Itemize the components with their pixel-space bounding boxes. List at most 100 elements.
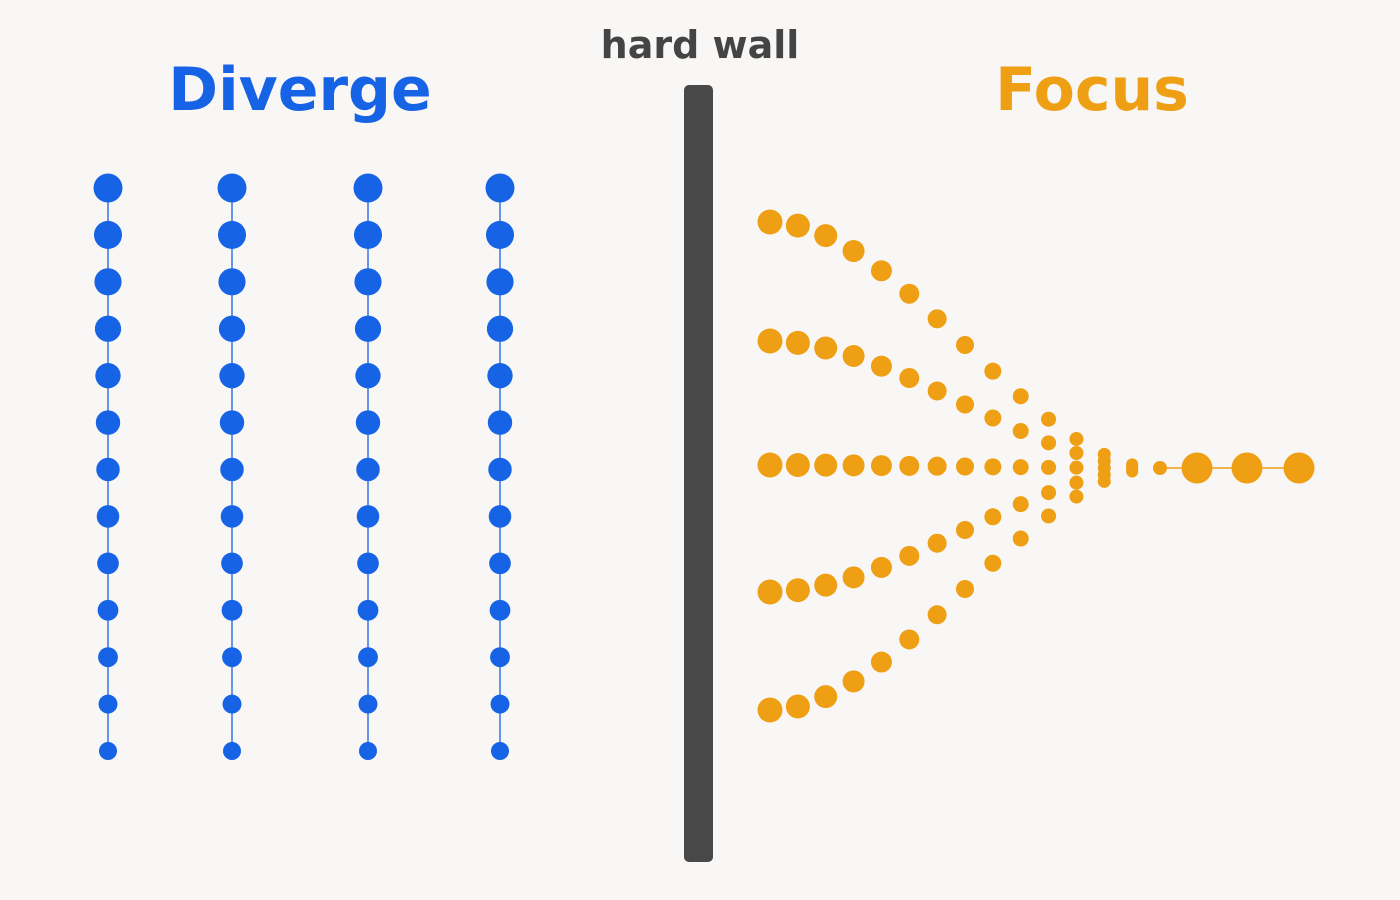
diverge-dot <box>359 742 377 760</box>
diverge-dot <box>488 505 512 528</box>
diverge-dot <box>97 599 119 621</box>
focus-branch-dot <box>927 381 947 401</box>
diverge-dot <box>96 505 120 528</box>
focus-branch-dot <box>927 533 947 553</box>
diverge-dot <box>358 647 378 668</box>
hard-wall <box>684 85 713 862</box>
focus-converging-branches <box>757 209 1315 723</box>
diverge-dot <box>217 220 247 249</box>
diverge-dot <box>98 694 118 714</box>
focus-branch-dot <box>984 409 1002 427</box>
focus-branch-dot <box>1097 474 1111 488</box>
focus-branch-dot <box>842 454 865 477</box>
focus-branch-dot <box>1069 431 1084 446</box>
diverge-dot <box>486 268 514 296</box>
focus-branch-dot <box>1069 475 1084 490</box>
focus-branch-dot <box>785 578 810 603</box>
focus-branch-dot <box>842 344 865 367</box>
diverge-dot <box>94 315 122 342</box>
focus-branch-dot <box>814 453 838 477</box>
focus-branch-dot <box>1012 496 1029 513</box>
diverge-dot <box>222 647 242 668</box>
focus-branch-dot <box>870 455 892 477</box>
focus-branch-dot <box>842 566 865 589</box>
focus-branch-dot <box>870 556 892 578</box>
diverge-dot <box>353 173 383 203</box>
focus-branch-dot <box>757 697 783 723</box>
focus-branch-dot <box>870 651 892 673</box>
focus-branch-dot <box>814 573 838 597</box>
focus-branch-dot <box>785 330 810 355</box>
diverge-dot <box>94 268 122 296</box>
focus-branch-dot <box>956 580 974 598</box>
diverge-dot <box>489 599 511 621</box>
focus-branch-dot <box>757 328 783 354</box>
focus-branch-dot <box>1012 530 1029 547</box>
diverge-dot <box>485 173 515 203</box>
focus-branch-dot <box>1012 459 1029 476</box>
focus-branch-dot <box>785 213 810 238</box>
diverge-dot <box>97 552 119 575</box>
focus-branch-dot <box>757 452 783 478</box>
focus-branch-dot <box>757 579 783 605</box>
focus-branch-dot <box>956 395 974 414</box>
focus-branch-dot <box>1012 388 1029 405</box>
diverge-dot <box>485 220 515 249</box>
focus-branch-dot <box>785 694 810 719</box>
diverge-dot <box>490 647 510 668</box>
focus-branch-dot <box>956 521 974 539</box>
focus-branch-dot <box>1041 508 1057 524</box>
focus-branch-dot <box>984 508 1002 526</box>
focus-branch-dot <box>899 545 920 566</box>
focus-branch-dot <box>1041 435 1057 451</box>
focus-title: Focus <box>995 55 1189 125</box>
focus-branch-dot <box>899 283 920 304</box>
focus-output-dot <box>1283 452 1315 484</box>
focus-branch-dot <box>956 457 974 476</box>
diverge-dot <box>356 457 380 482</box>
focus-branch-dot <box>814 685 838 709</box>
focus-branch-dot <box>899 368 920 389</box>
focus-branch-dot <box>842 240 865 263</box>
focus-branch-dot <box>870 355 892 377</box>
focus-branch-dot <box>984 458 1002 476</box>
diverge-dot <box>354 315 382 342</box>
diverge-dot <box>220 505 244 528</box>
diverge-dot <box>217 173 247 203</box>
diverge-dot <box>222 694 242 714</box>
focus-branch-dot <box>870 260 892 282</box>
diverge-dot <box>98 647 118 668</box>
focus-branch-dot <box>956 336 974 354</box>
diverge-dot <box>221 599 243 621</box>
focus-branch-dot <box>785 453 810 478</box>
diverge-dot <box>357 599 379 621</box>
wall-label: hard wall <box>601 23 800 67</box>
diverge-dot <box>221 552 243 575</box>
diverge-dot <box>218 315 246 342</box>
focus-branch-dot <box>1041 411 1057 427</box>
diverge-title: Diverge <box>168 55 431 125</box>
focus-branch-dot <box>1069 460 1084 475</box>
focus-branch-dot <box>927 309 947 329</box>
focus-branch-dot <box>842 670 865 693</box>
focus-branch-dot <box>1041 485 1057 501</box>
diverge-dot <box>357 552 379 575</box>
diverge-dot <box>93 220 123 249</box>
focus-branch-dot <box>984 554 1002 572</box>
diverge-dot <box>486 315 514 342</box>
diverge-dot <box>356 505 380 528</box>
focus-branch-dot <box>1126 465 1139 478</box>
diverge-dot <box>487 363 513 389</box>
focus-branch-dot <box>814 224 838 248</box>
diverge-dot <box>219 363 245 389</box>
focus-branch-dot <box>1069 489 1084 504</box>
diverge-dot <box>487 410 513 435</box>
diverge-dot <box>219 410 245 435</box>
focus-branch-dot <box>1069 446 1084 461</box>
diverge-dot <box>353 220 383 249</box>
focus-branch-dot <box>757 209 783 235</box>
diverge-dot <box>358 694 378 714</box>
focus-branch-dot <box>1012 422 1029 439</box>
